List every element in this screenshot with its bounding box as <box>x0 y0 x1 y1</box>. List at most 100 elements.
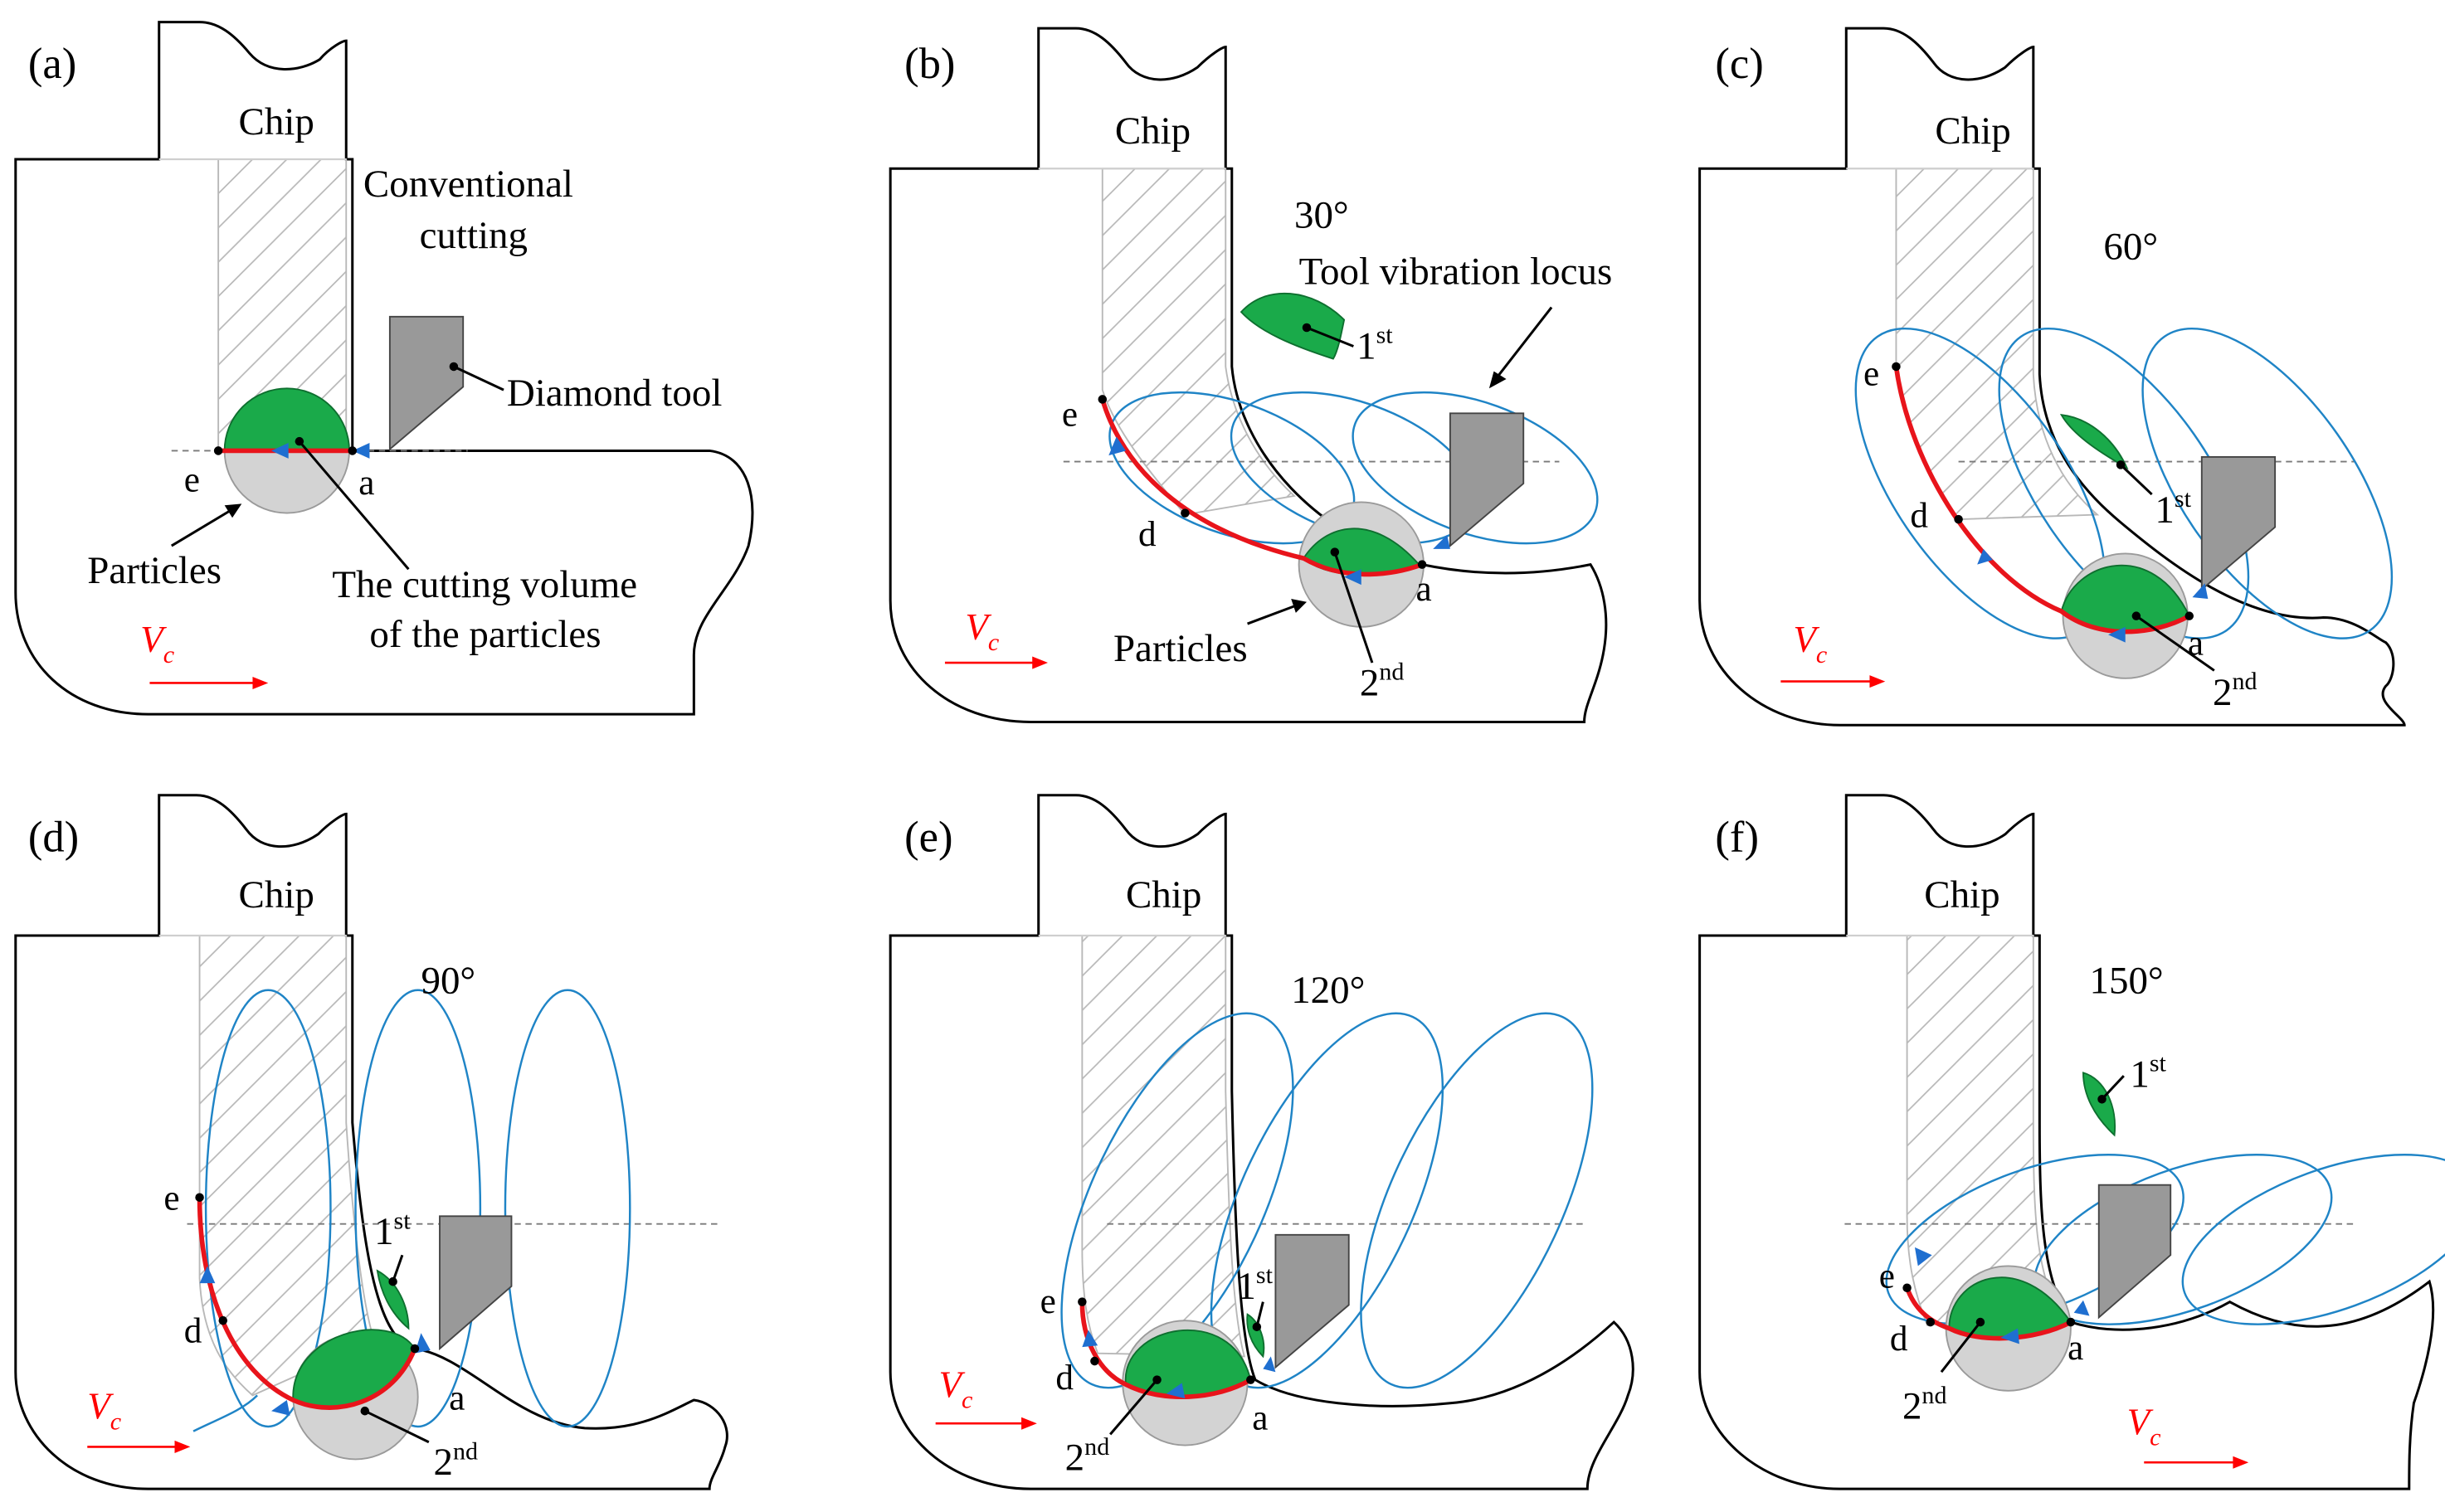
point-e-label: e <box>1062 394 1078 434</box>
angle-label: 30° <box>1294 194 1349 237</box>
point-e-marker <box>195 1193 204 1202</box>
point-d-label: d <box>1890 1319 1908 1359</box>
flow-arrow-icon <box>1108 436 1126 456</box>
tool-pointer-line <box>453 365 504 391</box>
point-a-marker <box>410 1344 420 1354</box>
point-e-label: e <box>1879 1257 1895 1296</box>
second-cut-path <box>1904 1286 2072 1341</box>
diamond-tool <box>2200 456 2277 591</box>
panel-tag: (d) <box>28 813 79 861</box>
particles-label: Particles <box>87 549 222 592</box>
flow-arrow-icon <box>2192 583 2209 599</box>
point-d-marker <box>1954 514 1963 524</box>
point-e-marker <box>1902 1283 1912 1292</box>
svg-text:1st: 1st <box>1236 1261 1273 1308</box>
svg-text:Vc: Vc <box>140 619 175 668</box>
angle-label: 120° <box>1291 969 1365 1012</box>
second-pass-number: 2 <box>433 1441 452 1484</box>
cutting-velocity: Vc <box>935 1364 1037 1430</box>
panel-tag: (c) <box>1715 40 1763 88</box>
velocity-symbol: V <box>1793 619 1819 660</box>
point-d-marker <box>1090 1356 1099 1366</box>
cutting-velocity: Vc <box>87 1386 191 1453</box>
panel-c: Vc (c) Chip 60° 1st e d a 2nd <box>1698 27 2406 727</box>
velocity-symbol: V <box>140 619 167 660</box>
flow-arrow-icon <box>271 443 289 459</box>
workpiece-outline <box>1698 794 2435 1490</box>
point-a-label: a <box>1416 569 1432 609</box>
first-pass-suffix: st <box>1256 1261 1274 1289</box>
cutting-volume <box>223 387 350 452</box>
first-pointer-line <box>2120 464 2153 496</box>
point-d-label: d <box>184 1310 202 1350</box>
svg-text:Vc: Vc <box>87 1386 122 1436</box>
velocity-subscript: c <box>962 1385 973 1413</box>
panel-f: Vc (f) Chip 150° 1st e d a 2nd <box>1698 794 2445 1490</box>
velocity-subscript: c <box>1816 640 1828 668</box>
right-arrow-icon-head <box>2233 1456 2249 1469</box>
point-a-label: a <box>2068 1328 2083 1368</box>
locus-pointer-arrowhead <box>1488 371 1507 389</box>
panel-e: Vc (e) Chip 120° 1st e d a 2nd <box>889 794 1634 1490</box>
mode-label-line-1: Conventional <box>363 163 573 206</box>
second-cut-path <box>1100 398 1424 577</box>
point-a-marker <box>1246 1375 1255 1384</box>
particles-label: Particles <box>1113 627 1248 670</box>
volume-label-line-1: The cutting volume <box>332 563 637 606</box>
point-e-marker <box>1078 1297 1087 1306</box>
svg-text:Vc: Vc <box>1793 619 1828 668</box>
point-a-marker <box>2066 1317 2076 1327</box>
diamond-tool <box>1274 1233 1350 1369</box>
flow-arrow-icon <box>1166 1383 1186 1399</box>
first-cut-volume <box>2082 1072 2116 1137</box>
chip-label: Chip <box>239 100 314 143</box>
panel-a: Vc (a) Chip Conventional cutting Diamond… <box>14 21 754 716</box>
second-pointer-line <box>1940 1321 1982 1373</box>
velocity-subscript: c <box>110 1407 122 1436</box>
first-cut-volume <box>2059 414 2129 470</box>
first-pass-suffix: st <box>2150 1048 2167 1077</box>
panel-tag: (f) <box>1715 813 1759 861</box>
first-pointer-line <box>2101 1075 2125 1101</box>
right-arrow-icon-head <box>174 1440 191 1453</box>
second-pointer-line <box>2136 615 2215 672</box>
point-e-marker <box>213 446 223 455</box>
diamond-tool <box>439 1215 513 1351</box>
flow-arrow-icon <box>2108 626 2126 643</box>
point-e-label: e <box>184 459 200 499</box>
panel-b: Vc (b) Chip 30° Tool vibration locus 1st… <box>889 27 1612 723</box>
workpiece-outline <box>14 21 754 716</box>
flow-arrow-icon <box>1433 534 1450 549</box>
cutting-velocity: Vc <box>2127 1401 2249 1469</box>
angle-label: 150° <box>2089 959 2163 1002</box>
point-a-label: a <box>449 1378 465 1417</box>
cutting-velocity: Vc <box>944 606 1048 669</box>
chip-hatch-zone <box>1101 168 1296 516</box>
point-d-label: d <box>1138 514 1157 554</box>
tool-label: Diamond tool <box>507 372 723 415</box>
flow-arrow-icon <box>1344 569 1361 586</box>
flow-arrow-icon <box>271 1400 290 1416</box>
first-pointer-line <box>1255 1301 1264 1328</box>
point-a-marker <box>2184 611 2194 620</box>
second-pass-suffix: nd <box>1921 1381 1946 1409</box>
particle-lower-half <box>223 450 350 514</box>
svg-text:Vc: Vc <box>965 606 1000 656</box>
second-pass-suffix: nd <box>2232 667 2257 695</box>
workpiece-outline <box>1698 27 2406 727</box>
vibration-locus <box>204 989 631 1428</box>
svg-text:2nd: 2nd <box>1360 658 1405 705</box>
chip-hatch-zone <box>1906 935 2060 1326</box>
angle-label: 90° <box>421 959 475 1002</box>
flow-arrow-icon <box>199 1266 216 1284</box>
first-cut-volume <box>1246 1313 1265 1359</box>
locus-pointer-line <box>1496 306 1553 379</box>
first-cut-volume <box>1240 292 1346 360</box>
point-e-marker <box>1892 362 1901 372</box>
panel-tag: (a) <box>28 40 76 88</box>
velocity-symbol: V <box>87 1386 114 1427</box>
particles-pointer-arrowhead <box>224 503 242 518</box>
volume-pointer-line <box>298 440 410 571</box>
workpiece-outline <box>889 794 1634 1490</box>
chip-label: Chip <box>1924 873 1999 916</box>
